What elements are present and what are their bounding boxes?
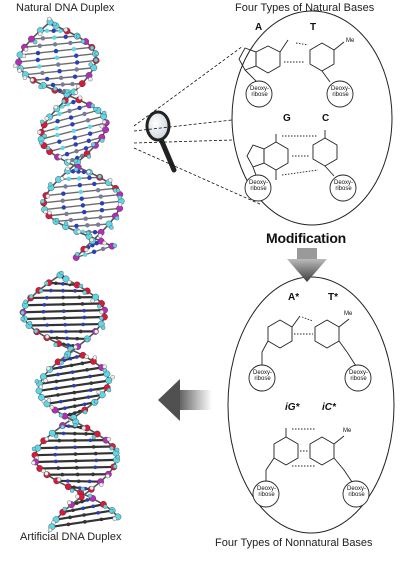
sugar-label-a-star: Deoxy- ribose [253,370,273,382]
modification-arrow-down [287,248,327,282]
base-label-g: G [283,113,291,124]
sugar-label-a: Deoxy- ribose [250,86,270,98]
nonnatural-gc-pair [252,428,370,508]
sugar-label-ic-star: Deoxy- ribose [347,486,367,498]
base-label-ig-star: iG* [285,402,300,413]
natural-dna-helix [13,16,125,261]
artificial-dna-helix [19,270,122,533]
sugar-label-t-star: Deoxy- ribose [349,370,369,382]
base-label-a-star: A* [288,292,300,303]
methyl-label-nonnatural-1: Me [344,311,353,317]
zoom-lines [133,45,263,206]
sugar-label-t: Deoxy- ribose [331,86,351,98]
artificial-arrow-left [158,379,212,421]
natural-bases-caption: Four Types of Natural Bases [235,2,375,14]
magnifier-icon [145,110,177,173]
nonnatural-bases-caption: Four Types of Nonnatural Bases [215,537,373,549]
sugar-label-g: Deoxy- ribose [249,180,269,192]
artificial-duplex-caption: Artificial DNA Duplex [20,531,122,543]
methyl-label-nonnatural-2: Me [343,428,352,434]
base-label-t-star: T* [328,292,338,303]
nonnatural-at-pair [248,315,372,392]
sugar-label-ig-star: Deoxy- ribose [257,486,277,498]
modification-label: Modification [266,230,347,246]
natural-bases-oval [231,10,393,226]
base-label-ic-star: iC* [322,402,336,413]
natural-at-pair [238,39,354,108]
sugar-label-c: Deoxy- ribose [334,180,354,192]
methyl-label-natural: Me [346,38,355,44]
base-label-c: C [322,113,330,124]
base-label-t: T [310,22,317,33]
base-label-a: A [255,22,263,33]
natural-gc-pair [244,130,357,202]
natural-duplex-caption: Natural DNA Duplex [16,2,115,14]
